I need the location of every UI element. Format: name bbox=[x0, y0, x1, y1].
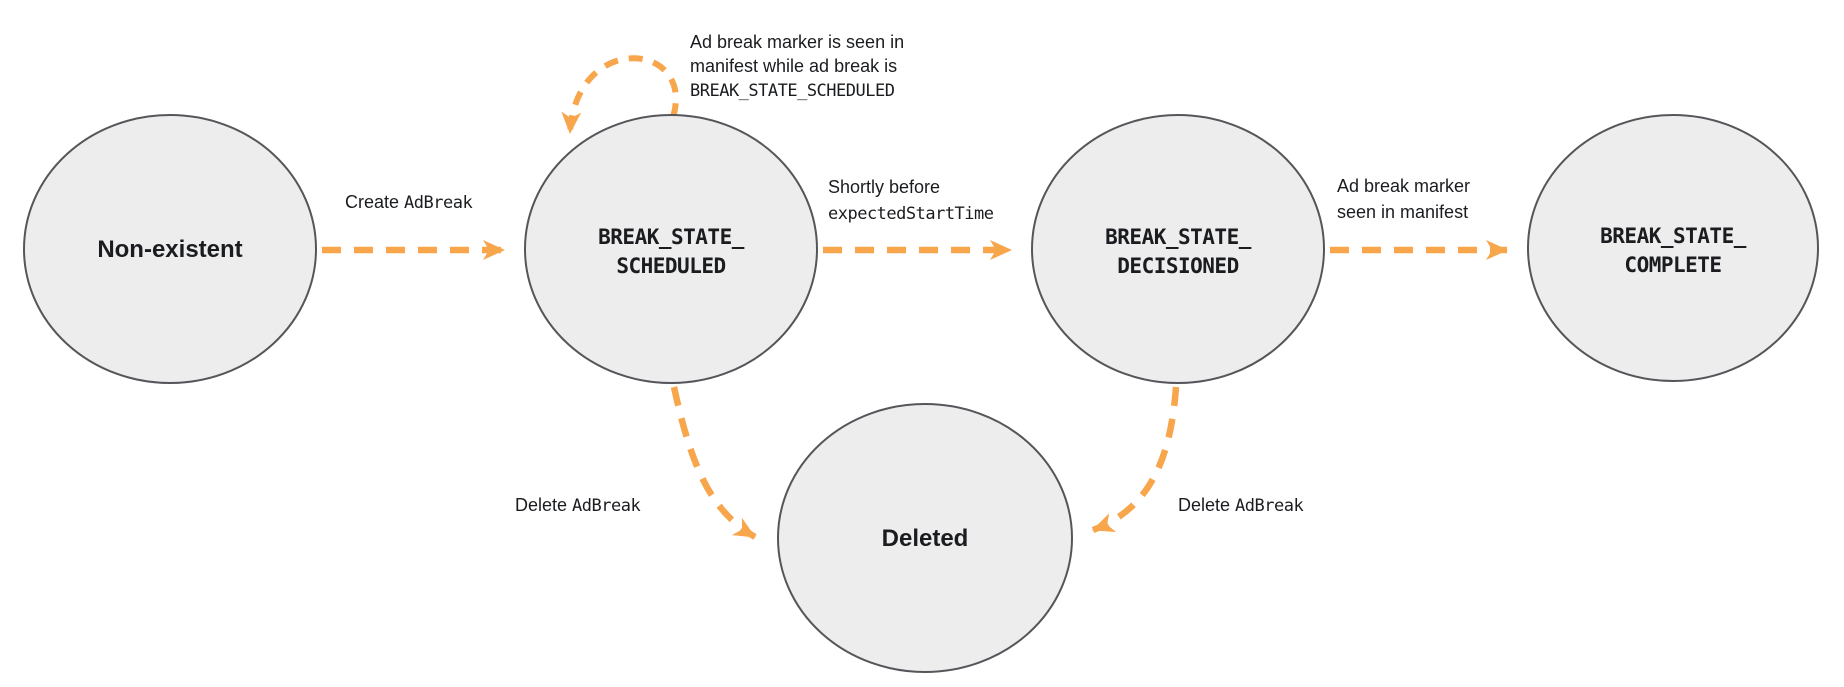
transition-label-to-complete-line1: Ad break marker bbox=[1337, 176, 1470, 196]
state-label-non-existent: Non-existent bbox=[97, 236, 242, 263]
transition-label-self-loop-line2: manifest while ad break is bbox=[690, 56, 897, 76]
transition-label-delete-right-code: AdBreak bbox=[1235, 496, 1303, 516]
transition-label-to-decisioned-line1: Shortly before bbox=[828, 177, 940, 197]
transition-label-delete-from-scheduled: Delete AdBreak bbox=[515, 495, 640, 516]
state-circle-non-existent bbox=[23, 114, 317, 384]
state-circle-decisioned bbox=[1031, 114, 1325, 384]
state-label-complete-line2: COMPLETE bbox=[1624, 253, 1721, 277]
state-break-state-decisioned: BREAK_STATE_ DECISIONED bbox=[1031, 114, 1325, 384]
state-label-decisioned-line1: BREAK_STATE_ bbox=[1105, 225, 1252, 249]
transition-label-create-code: AdBreak bbox=[404, 193, 472, 213]
state-break-state-scheduled: BREAK_STATE_ SCHEDULED bbox=[524, 114, 818, 384]
state-label-scheduled-line1: BREAK_STATE_ bbox=[598, 225, 745, 249]
state-label-scheduled-line2: SCHEDULED bbox=[616, 254, 725, 278]
state-label-complete-line1: BREAK_STATE_ bbox=[1600, 224, 1747, 248]
state-circle-deleted bbox=[777, 403, 1073, 673]
state-break-state-complete: BREAK_STATE_ COMPLETE bbox=[1527, 114, 1819, 382]
transition-arrow-delete-from-decisioned bbox=[1091, 386, 1180, 534]
transition-label-to-decisioned: Shortly before expectedStartTime bbox=[828, 177, 994, 224]
transition-label-self-loop: Ad break marker is seen in manifest whil… bbox=[690, 32, 904, 101]
transition-label-to-decisioned-line2: expectedStartTime bbox=[828, 204, 994, 224]
state-label-decisioned-line2: DECISIONED bbox=[1117, 254, 1238, 278]
state-circle-complete bbox=[1527, 114, 1819, 382]
transition-label-delete-from-decisioned: Delete AdBreak bbox=[1178, 495, 1303, 516]
transition-arrow-delete-from-scheduled bbox=[670, 386, 757, 540]
state-deleted: Deleted bbox=[777, 403, 1073, 673]
transition-label-self-loop-line1: Ad break marker is seen in bbox=[690, 32, 904, 52]
transition-arrow-self-loop bbox=[561, 55, 679, 134]
transition-label-delete-right-plain: Delete bbox=[1178, 495, 1235, 515]
transition-label-self-loop-line3: BREAK_STATE_SCHEDULED bbox=[690, 81, 895, 101]
state-circle-scheduled bbox=[524, 114, 818, 384]
transition-label-to-complete-line2: seen in manifest bbox=[1337, 202, 1468, 222]
transition-label-create: Create AdBreak bbox=[345, 192, 472, 213]
transition-label-delete-left-plain: Delete bbox=[515, 495, 572, 515]
state-label-deleted: Deleted bbox=[882, 525, 969, 552]
transition-label-create-plain: Create bbox=[345, 192, 404, 212]
transition-label-to-complete: Ad break marker seen in manifest bbox=[1337, 176, 1470, 222]
state-non-existent: Non-existent bbox=[23, 114, 317, 384]
transition-label-delete-left-code: AdBreak bbox=[572, 496, 640, 516]
